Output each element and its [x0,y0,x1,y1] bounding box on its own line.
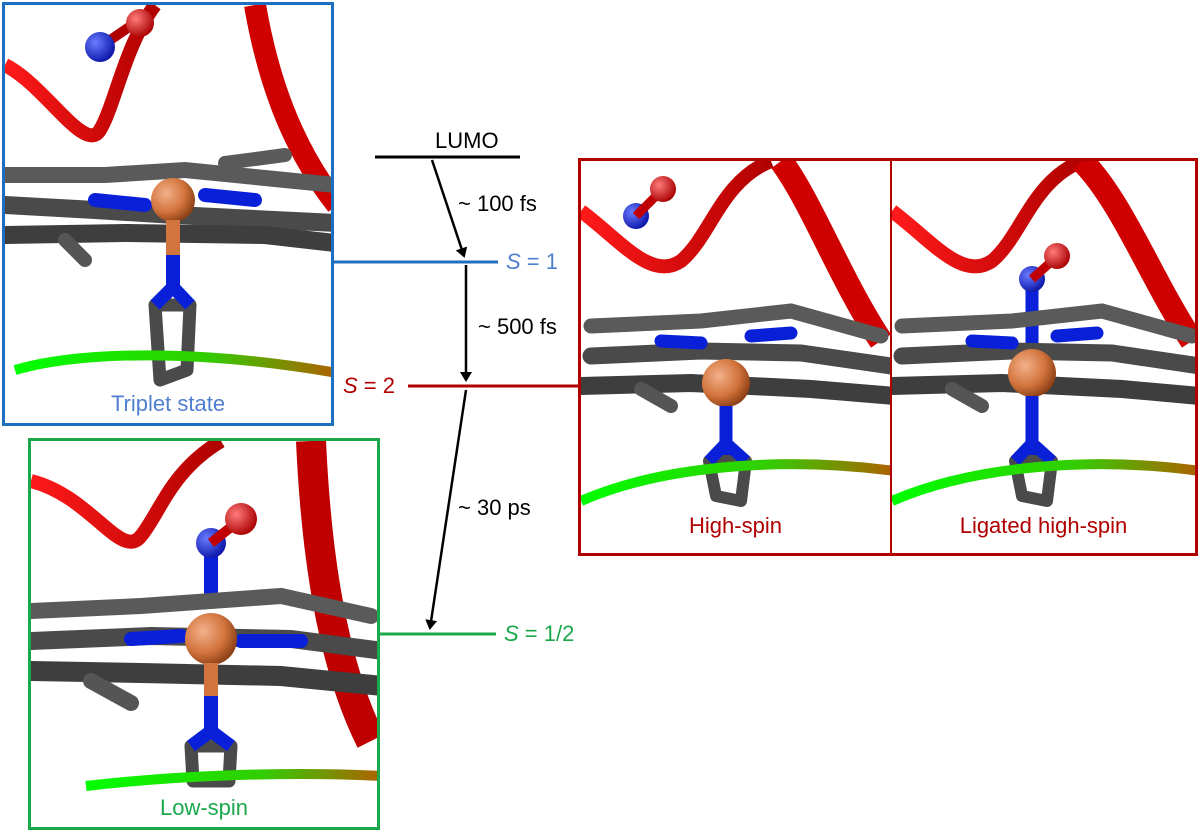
spin-symbol: S [504,621,519,646]
heme-structure-with-no-icon [5,5,331,387]
transition-label-30ps: ~ 30 ps [458,495,531,520]
arrow-quintet-to-doublet [425,389,468,630]
quintet-level-label: S = 2 [343,373,395,399]
spin-value: = 1/2 [518,621,575,646]
heme-structure-free-no-icon [581,161,890,507]
ligated-high-spin-panel: Ligated high-spin [890,158,1198,556]
transition-label-100fs: ~ 100 fs [458,191,537,216]
low-spin-caption: Low-spin [159,795,249,820]
spin-value: = 1 [520,249,558,274]
low-spin-panel: Low-spin [28,438,380,830]
high-spin-caption: High-spin [689,513,782,538]
doublet-level-label: S = 1/2 [504,621,574,647]
triplet-state-caption: Triplet state [110,391,226,416]
lumo-label: LUMO [435,128,499,153]
triplet-state-panel: Triplet state [2,2,334,426]
triplet-level-label: S = 1 [506,249,558,275]
spin-value: = 2 [357,373,395,398]
ligated-high-spin-caption: Ligated high-spin [959,513,1128,538]
spin-symbol: S [506,249,521,274]
transition-label-500fs: ~ 500 fs [478,314,557,339]
high-spin-panel: High-spin [578,158,892,556]
arrow-lumo-to-triplet [430,159,468,258]
heme-structure-ligated-no-icon [892,161,1195,507]
heme-structure-ligated-no-icon [31,441,377,791]
spin-symbol: S [343,373,358,398]
